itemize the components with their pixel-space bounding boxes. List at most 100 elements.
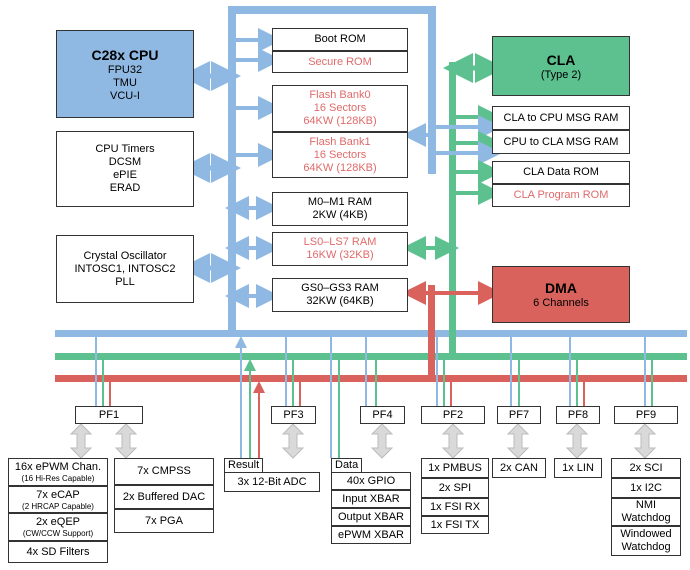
cmpss-block: 7x CMPSS <box>114 458 214 485</box>
pf3-frame: PF3 <box>271 406 316 424</box>
flash-bank0-label: Flash Bank0 <box>309 89 371 101</box>
fsi-tx-label: 1x FSI TX <box>430 518 480 531</box>
cla-subtitle: (Type 2) <box>540 68 582 81</box>
epwm-xbar-label: ePWM XBAR <box>337 528 404 541</box>
cpu-to-cla-label: CPU to CLA MSG RAM <box>503 135 619 148</box>
adc-result-tag: Result <box>224 458 264 473</box>
dac-label: 2x Buffered DAC <box>122 490 206 503</box>
pf1-frame: PF1 <box>75 406 143 424</box>
m0m1-ram: M0–M1 RAM 2KW (4KB) <box>272 192 408 226</box>
cpu-periph-item: ePIE <box>113 169 137 181</box>
output-xbar-label: Output XBAR <box>337 510 405 523</box>
gs-size: 32KW (64KB) <box>306 295 374 307</box>
fsi-rx-block: 1x FSI RX <box>421 498 489 516</box>
flash-bank1: Flash Bank1 16 Sectors 64KW (128KB) <box>272 132 408 178</box>
output-xbar-block: Output XBAR <box>331 508 411 526</box>
gpio-label: 40x GPIO <box>346 474 396 487</box>
cpu-peripherals-block: CPU Timers DCSM ePIE ERAD <box>56 131 194 207</box>
cla-memory-bus <box>449 62 456 360</box>
pf8-frame: PF8 <box>556 406 600 424</box>
windowed-watchdog-label: Windowed Watchdog <box>620 528 672 553</box>
pf4-gray-arrow <box>370 423 394 459</box>
i2c-label: 1x I2C <box>630 481 662 494</box>
adc-label: 3x 12-Bit ADC <box>237 475 307 488</box>
cpu-block: C28x CPU FPU32 TMU VCU-I <box>56 30 194 118</box>
pf9-frame: PF9 <box>614 406 678 424</box>
flash-bank0-size: 64KW (128KB) <box>303 115 377 127</box>
input-xbar-block: Input XBAR <box>331 490 411 508</box>
eqep-sub: (CW/CCW Support) <box>22 529 94 538</box>
pga-label: 7x PGA <box>145 514 183 527</box>
adc-block: 3x 12-Bit ADC <box>224 472 320 492</box>
cmpss-label: 7x CMPSS <box>137 465 191 477</box>
can-label: 2x CAN <box>500 461 538 474</box>
epwm-xbar-block: ePWM XBAR <box>331 526 411 544</box>
can-block: 2x CAN <box>492 458 546 478</box>
gs-label: GS0–GS3 RAM <box>301 282 379 294</box>
sd-filters-block: 4x SD Filters <box>8 541 108 563</box>
clock-item: Crystal Oscillator <box>83 249 167 262</box>
cla-program-rom: CLA Program ROM <box>492 184 630 207</box>
dma-subtitle: 6 Channels <box>533 297 589 309</box>
eqep-block: 2x eQEP (CW/CCW Support) <box>8 513 108 541</box>
flash-bank1-label: Flash Bank1 <box>309 135 371 148</box>
dma-memory-bus <box>428 285 435 380</box>
spi-label: 2x SPI <box>438 481 472 494</box>
ecap-label: 7x eCAP <box>36 488 80 501</box>
pf2-frame: PF2 <box>421 406 485 424</box>
cpu-feature: TMU <box>113 76 137 89</box>
cpu-periph-item: DCSM <box>108 156 142 168</box>
ls-size: 16KW (32KB) <box>306 249 374 261</box>
epwm-label: 16x ePWM Chan. <box>14 461 102 473</box>
windowed-watchdog-block: Windowed Watchdog <box>611 526 681 556</box>
pmbus-block: 1x PMBUS <box>421 458 489 478</box>
cpu-feature: FPU32 <box>107 63 143 76</box>
pf2-gray-arrow <box>441 423 465 459</box>
fsi-tx-block: 1x FSI TX <box>421 516 489 534</box>
cla-to-cpu-label: CLA to CPU MSG RAM <box>503 111 619 124</box>
pf3-label: PF3 <box>283 408 304 421</box>
i2c-block: 1x I2C <box>611 478 681 498</box>
gpio-block: 40x GPIO <box>331 472 411 490</box>
pf7-label: PF7 <box>508 408 530 421</box>
gs-ram: GS0–GS3 RAM 32KW (64KB) <box>272 278 408 312</box>
ls-label: LS0–LS7 RAM <box>303 236 377 248</box>
flash-bank0: Flash Bank0 16 Sectors 64KW (128KB) <box>272 85 408 132</box>
pf4-frame: PF4 <box>360 406 405 424</box>
input-xbar-label: Input XBAR <box>342 492 400 505</box>
cla-to-cpu-msg-ram: CLA to CPU MSG RAM <box>492 106 630 130</box>
cpu-bus <box>55 330 687 337</box>
cpu-periph-item: CPU Timers <box>95 143 155 155</box>
eqep-label: 2x eQEP <box>35 516 81 528</box>
pf1-label: PF1 <box>98 408 120 421</box>
dma-block: DMA 6 Channels <box>492 266 630 323</box>
cpu-title: C28x CPU <box>91 46 159 63</box>
sci-label: 2x SCI <box>629 461 663 474</box>
flash-bank1-sectors: 16 Sectors <box>313 148 367 161</box>
lin-label: 1x LIN <box>562 461 594 474</box>
pf8-label: PF8 <box>567 408 589 421</box>
pf1-analog-gray-arrow <box>114 423 138 459</box>
pf9-gray-arrow <box>633 423 657 459</box>
cpu-feature: VCU-I <box>110 89 140 102</box>
pf9-label: PF9 <box>635 408 657 421</box>
secure-rom: Secure ROM <box>272 51 408 73</box>
pf7-frame: PF7 <box>497 406 541 424</box>
cpu-memory-bus <box>228 6 236 334</box>
cla-bus <box>55 353 687 360</box>
cpu-periph-item: ERAD <box>109 182 141 194</box>
clock-block: Crystal Oscillator INTOSC1, INTOSC2 PLL <box>56 235 194 303</box>
m0m1-label: M0–M1 RAM <box>307 196 373 208</box>
sci-block: 2x SCI <box>611 458 681 478</box>
fsi-rx-label: 1x FSI RX <box>429 500 481 513</box>
epwm-sub: (16 Hi-Res Capable) <box>21 474 95 483</box>
cla-program-rom-label: CLA Program ROM <box>513 189 609 201</box>
nmi-watchdog-label: NMI Watchdog <box>621 499 671 524</box>
boot-rom-label: Boot ROM <box>314 33 366 45</box>
pf2-label: PF2 <box>442 408 464 421</box>
sd-filters-label: 4x SD Filters <box>26 545 90 558</box>
gpio-data-tag: Data <box>331 458 363 473</box>
cpu-memory-bus-top <box>228 6 436 14</box>
boot-rom: Boot ROM <box>272 28 408 51</box>
